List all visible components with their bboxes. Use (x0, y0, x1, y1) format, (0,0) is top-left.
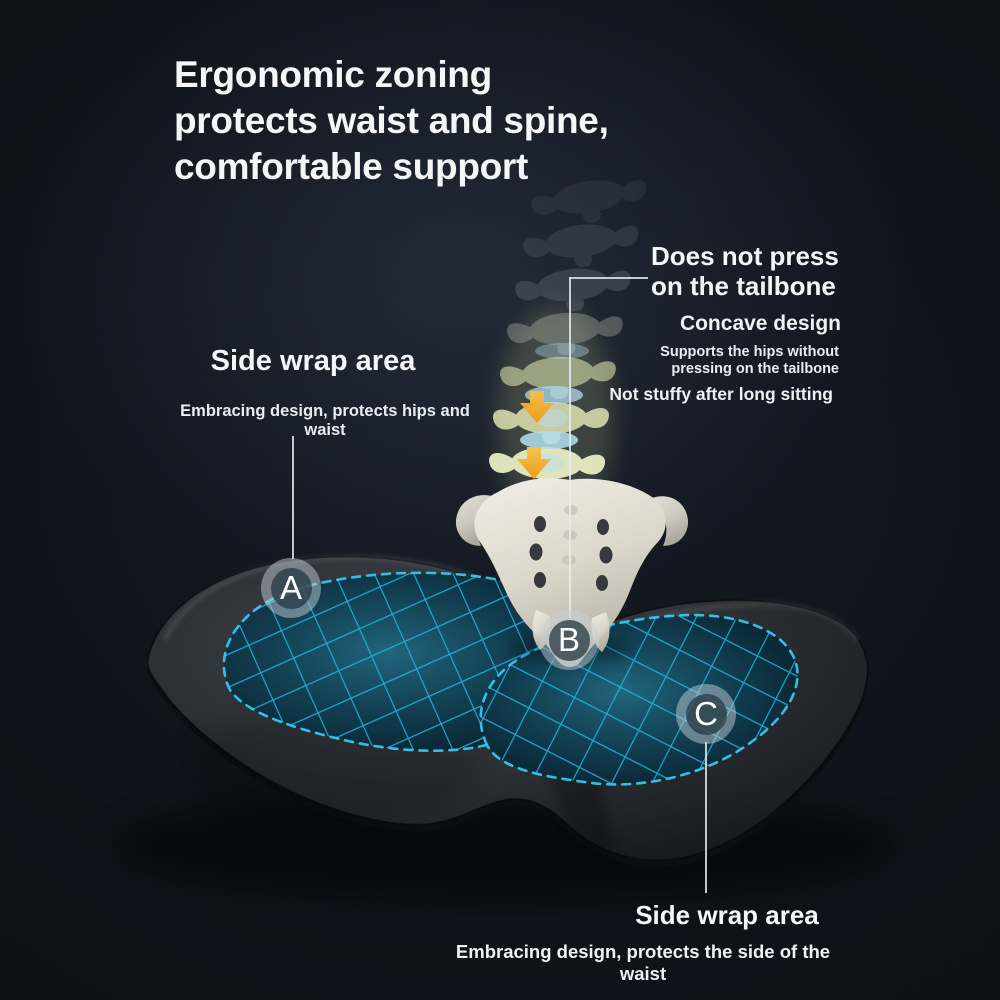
zone-marker-b-label: B (557, 620, 580, 658)
tailbone-detail-line-1: Supports the hips without (660, 344, 839, 360)
left-wrap-subtitle: Embracing design, protects hips and wais… (180, 402, 470, 439)
left-wrap-title: Side wrap area (210, 345, 416, 377)
zone-marker-a-label: A (279, 568, 302, 606)
tailbone-detail-text: Supports the hips without pressing on th… (660, 344, 839, 377)
callout-line-bottom-wrap (705, 742, 707, 893)
tailbone-callout-title-line-2: on the tailbone (651, 271, 836, 301)
tailbone-callout-title-line-1: Does not press (651, 241, 839, 271)
zone-marker-c: C (676, 684, 736, 744)
page-title-line-1: Ergonomic zoning (174, 54, 492, 95)
zone-marker-c-disc: C (685, 693, 727, 735)
callout-line-tailbone-vertical (569, 277, 571, 618)
tailbone-callout-title: Does not press on the tailbone (651, 241, 839, 301)
page-title-line-3: comfortable support (174, 146, 529, 187)
zone-marker-b-disc: B (548, 619, 590, 661)
bottom-wrap-subtitle: Embracing design, protects the side of t… (455, 941, 831, 984)
zone-marker-c-label: C (694, 694, 718, 732)
zone-marker-b: B (539, 610, 599, 670)
zone-marker-a-disc: A (270, 567, 312, 609)
page-title-line-2: protects waist and spine, (174, 100, 609, 141)
tailbone-detail-line-2: pressing on the tailbone (671, 360, 839, 377)
tailbone-feature-label: Concave design (679, 312, 841, 335)
bottom-wrap-title: Side wrap area (635, 900, 819, 930)
zone-marker-a: A (261, 558, 321, 618)
callout-line-tailbone-horizontal (570, 277, 648, 279)
tailbone-note-text: Not stuffy after long sitting (609, 384, 833, 404)
page-title: Ergonomic zoning protects waist and spin… (174, 52, 609, 190)
callout-line-left-wrap (292, 436, 294, 559)
